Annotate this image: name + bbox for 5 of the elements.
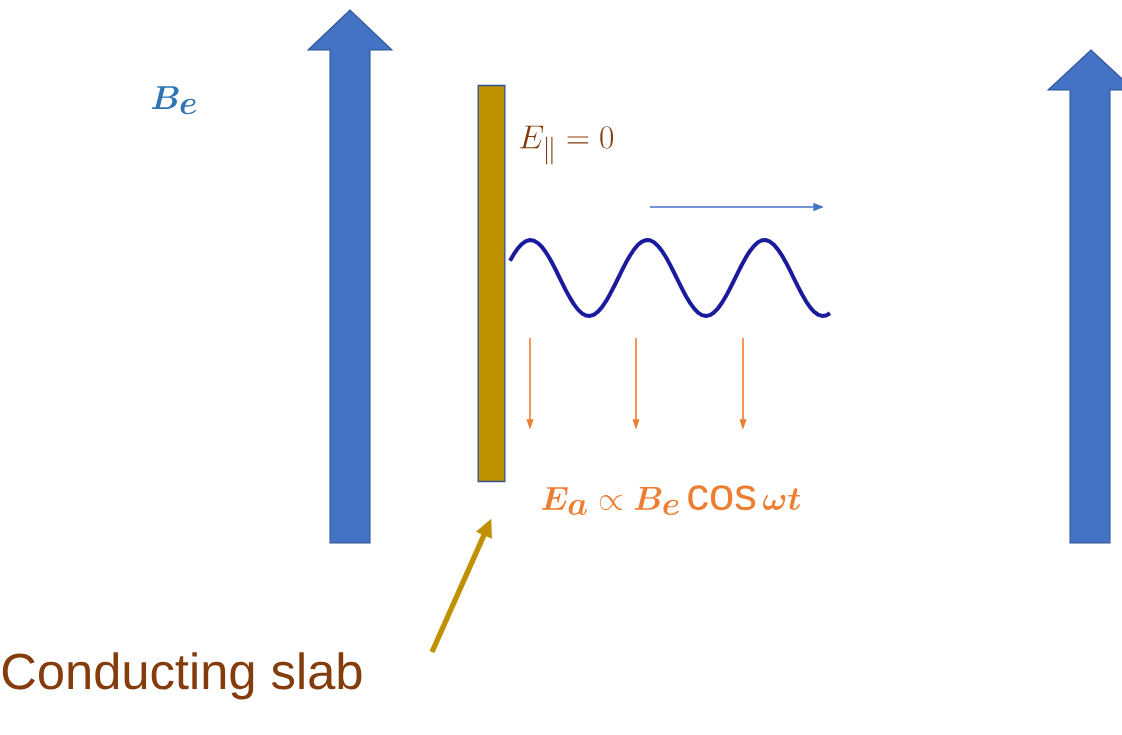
formula-label: $\boldsymbol{E_a} \propto \boldsymbol{B_e}\cos \boldsymbol{\omega t}$ bbox=[541, 485, 800, 515]
conducting-slab bbox=[477, 84, 506, 483]
slab-label: Conducting slab bbox=[2, 652, 362, 700]
formula-label: $\boldsymbol{B_e}$ bbox=[151, 86, 196, 115]
formula-label: $E_{\|} = 0$ bbox=[519, 125, 613, 165]
